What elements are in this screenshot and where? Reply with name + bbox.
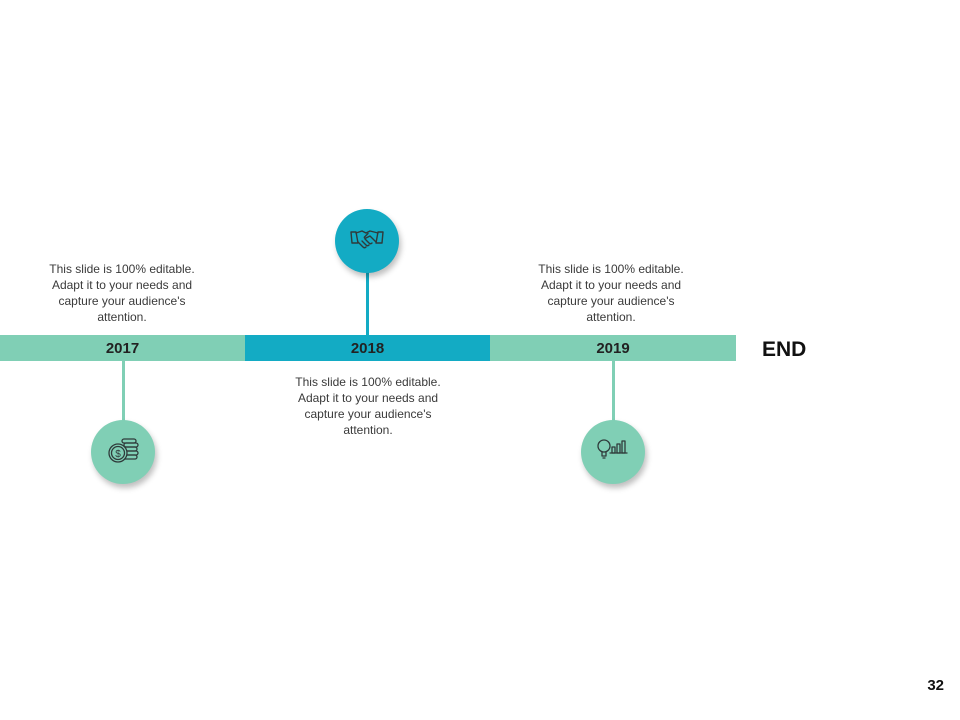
icon-circle-2019 <box>581 420 645 484</box>
icon-circle-2017: $ <box>91 420 155 484</box>
connector-2018 <box>366 272 369 336</box>
timeline-bar-2018: 2018 <box>245 335 490 361</box>
timeline-end-label: END <box>762 338 807 361</box>
year-label-2018: 2018 <box>350 339 385 357</box>
handshake-icon <box>349 221 385 262</box>
page-number: 32 <box>927 677 944 694</box>
money-coins-icon: $ <box>105 432 141 473</box>
milestone-description-2018: This slide is 100% editable. Adapt it to… <box>295 375 441 437</box>
year-label-2017: 2017 <box>105 339 140 357</box>
milestone-description-2019: This slide is 100% editable. Adapt it to… <box>538 262 684 324</box>
connector-2019 <box>612 361 615 421</box>
timeline-bar-2017: 2017 <box>0 335 245 361</box>
milestone-description-2017: This slide is 100% editable. Adapt it to… <box>49 262 195 324</box>
svg-text:$: $ <box>115 449 121 460</box>
connector-2017 <box>122 361 125 421</box>
lightbulb-chart-icon <box>595 432 631 473</box>
timeline-bar-2019: 2019 <box>490 335 736 361</box>
icon-circle-2018 <box>335 209 399 273</box>
year-label-2019: 2019 <box>596 339 630 357</box>
